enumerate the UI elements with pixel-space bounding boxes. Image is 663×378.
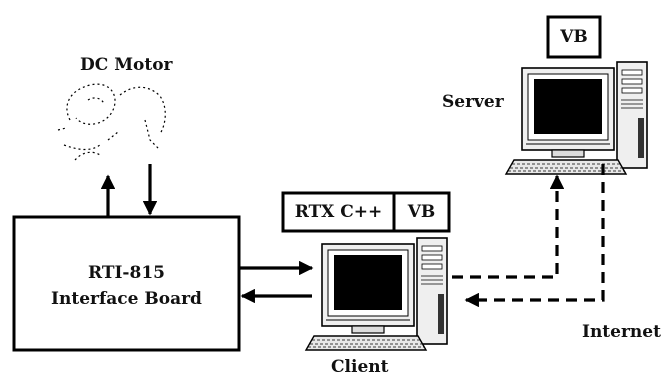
internet-label: Internet <box>582 322 661 342</box>
client-computer-icon <box>305 237 448 351</box>
server-label: Server <box>442 92 504 112</box>
board-title-line2: Interface Board <box>51 289 202 309</box>
client-to-server-dashed-arrow <box>452 174 565 279</box>
client-software-vb-label: VB <box>407 202 436 222</box>
interface-board-box <box>12 215 241 352</box>
server-to-client-dashed-arrow <box>464 164 605 308</box>
board-title-line1: RTI-815 <box>88 263 165 283</box>
client-software-box <box>281 191 451 233</box>
dc-motor-sketch <box>57 83 166 161</box>
dc-motor-label: DC Motor <box>80 55 173 75</box>
client-software-rtx-label: RTX C++ <box>294 202 383 222</box>
server-computer-icon <box>505 61 648 175</box>
server-software-box <box>546 15 602 59</box>
server-software-vb-label: VB <box>560 27 588 47</box>
client-label: Client <box>331 357 389 377</box>
